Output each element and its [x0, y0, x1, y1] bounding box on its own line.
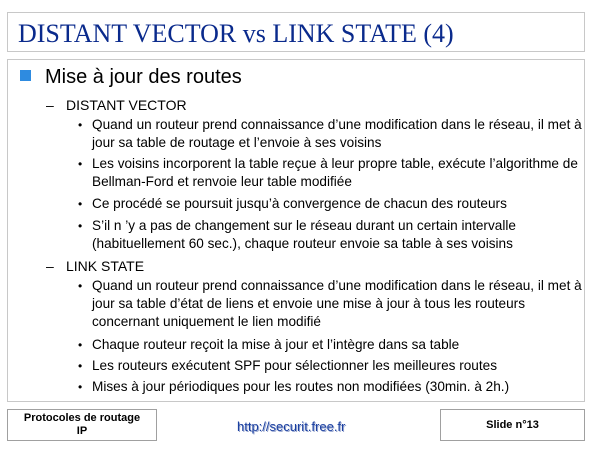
footer-course-line1: Protocoles de routage [23, 412, 141, 424]
dot-bullet-icon: • [78, 380, 83, 394]
list-item-text: Chaque routeur reçoit la mise à jour et … [92, 337, 460, 352]
dot-bullet-icon: • [78, 118, 83, 132]
list-item: • Mises à jour périodiques pour les rout… [78, 378, 583, 396]
footer-url[interactable]: http://securit.free.fr [237, 419, 346, 434]
slide-title: DISTANT VECTOR vs LINK STATE (4) [18, 19, 454, 48]
list-item: • S’il n ’y a pas de changement sur le r… [78, 217, 583, 253]
dash-icon: – [46, 258, 54, 274]
list-item: • Quand un routeur prend connaissance d’… [78, 277, 583, 331]
subheading-link-state: –LINK STATE [46, 257, 144, 275]
section-heading: Mise à jour des routes [20, 65, 242, 89]
subheading-distance-vector: –DISTANT VECTOR [46, 96, 187, 114]
list-item-text: Quand un routeur prend connaissance d’un… [92, 117, 582, 150]
dot-bullet-icon: • [78, 197, 83, 211]
footer-slide-number-box: Slide n°13 [440, 409, 585, 441]
list-item: • Ce procédé se poursuit jusqu’à converg… [78, 195, 583, 213]
footer-course-line2: IP [76, 425, 88, 437]
subheading-label: LINK STATE [66, 258, 145, 274]
slide-number: Slide n°13 [486, 419, 539, 431]
list-item: • Les routeurs exécutent SPF pour sélect… [78, 357, 583, 375]
list-item-text: S’il n ’y a pas de changement sur le rés… [92, 218, 516, 251]
dot-bullet-icon: • [78, 338, 83, 352]
list-item-text: Les voisins incorporent la table reçue à… [92, 156, 578, 189]
list-item-text: Ce procédé se poursuit jusqu’à convergen… [92, 196, 507, 211]
content-box: Mise à jour des routes –DISTANT VECTOR •… [7, 59, 585, 402]
dot-bullet-icon: • [78, 359, 83, 373]
title-box: DISTANT VECTOR vs LINK STATE (4) [7, 12, 585, 52]
subheading-label: DISTANT VECTOR [66, 97, 187, 113]
square-bullet-icon [20, 70, 31, 81]
list-item-text: Les routeurs exécutent SPF pour sélectio… [92, 358, 497, 373]
list-item: • Quand un routeur prend connaissance d’… [78, 116, 583, 152]
list-item: • Les voisins incorporent la table reçue… [78, 155, 583, 191]
dash-icon: – [46, 97, 54, 113]
dot-bullet-icon: • [78, 219, 83, 233]
list-item-text: Mises à jour périodiques pour les routes… [92, 379, 510, 394]
dot-bullet-icon: • [78, 279, 83, 293]
section-label: Mise à jour des routes [45, 66, 242, 88]
dot-bullet-icon: • [78, 157, 83, 171]
list-item-text: Quand un routeur prend connaissance d’un… [92, 278, 582, 329]
footer-course-box: Protocoles de routage IP [7, 409, 157, 441]
list-item: • Chaque routeur reçoit la mise à jour e… [78, 336, 583, 354]
